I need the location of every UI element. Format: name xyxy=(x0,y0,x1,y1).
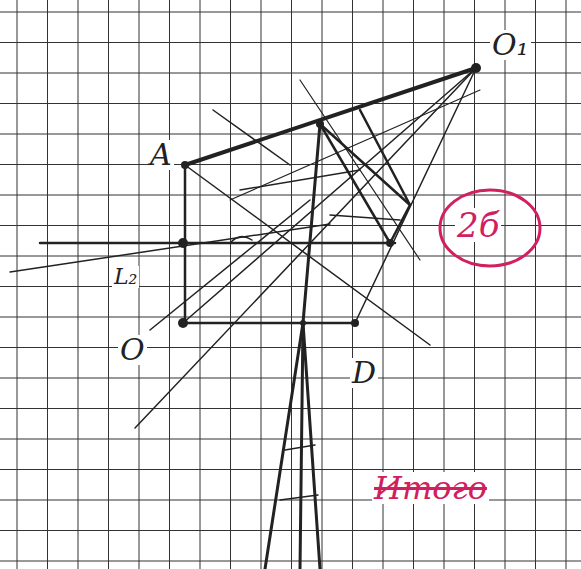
grade-marks xyxy=(440,190,540,266)
points xyxy=(178,63,481,328)
point-label: O₁ xyxy=(490,30,531,60)
line-label: L₂ xyxy=(112,266,139,288)
grade-mark: 2б xyxy=(455,208,501,242)
point-label: A xyxy=(148,140,174,170)
grade-note: Итого xyxy=(372,472,489,504)
point-label: O xyxy=(118,335,147,365)
point-label: D xyxy=(350,358,378,388)
